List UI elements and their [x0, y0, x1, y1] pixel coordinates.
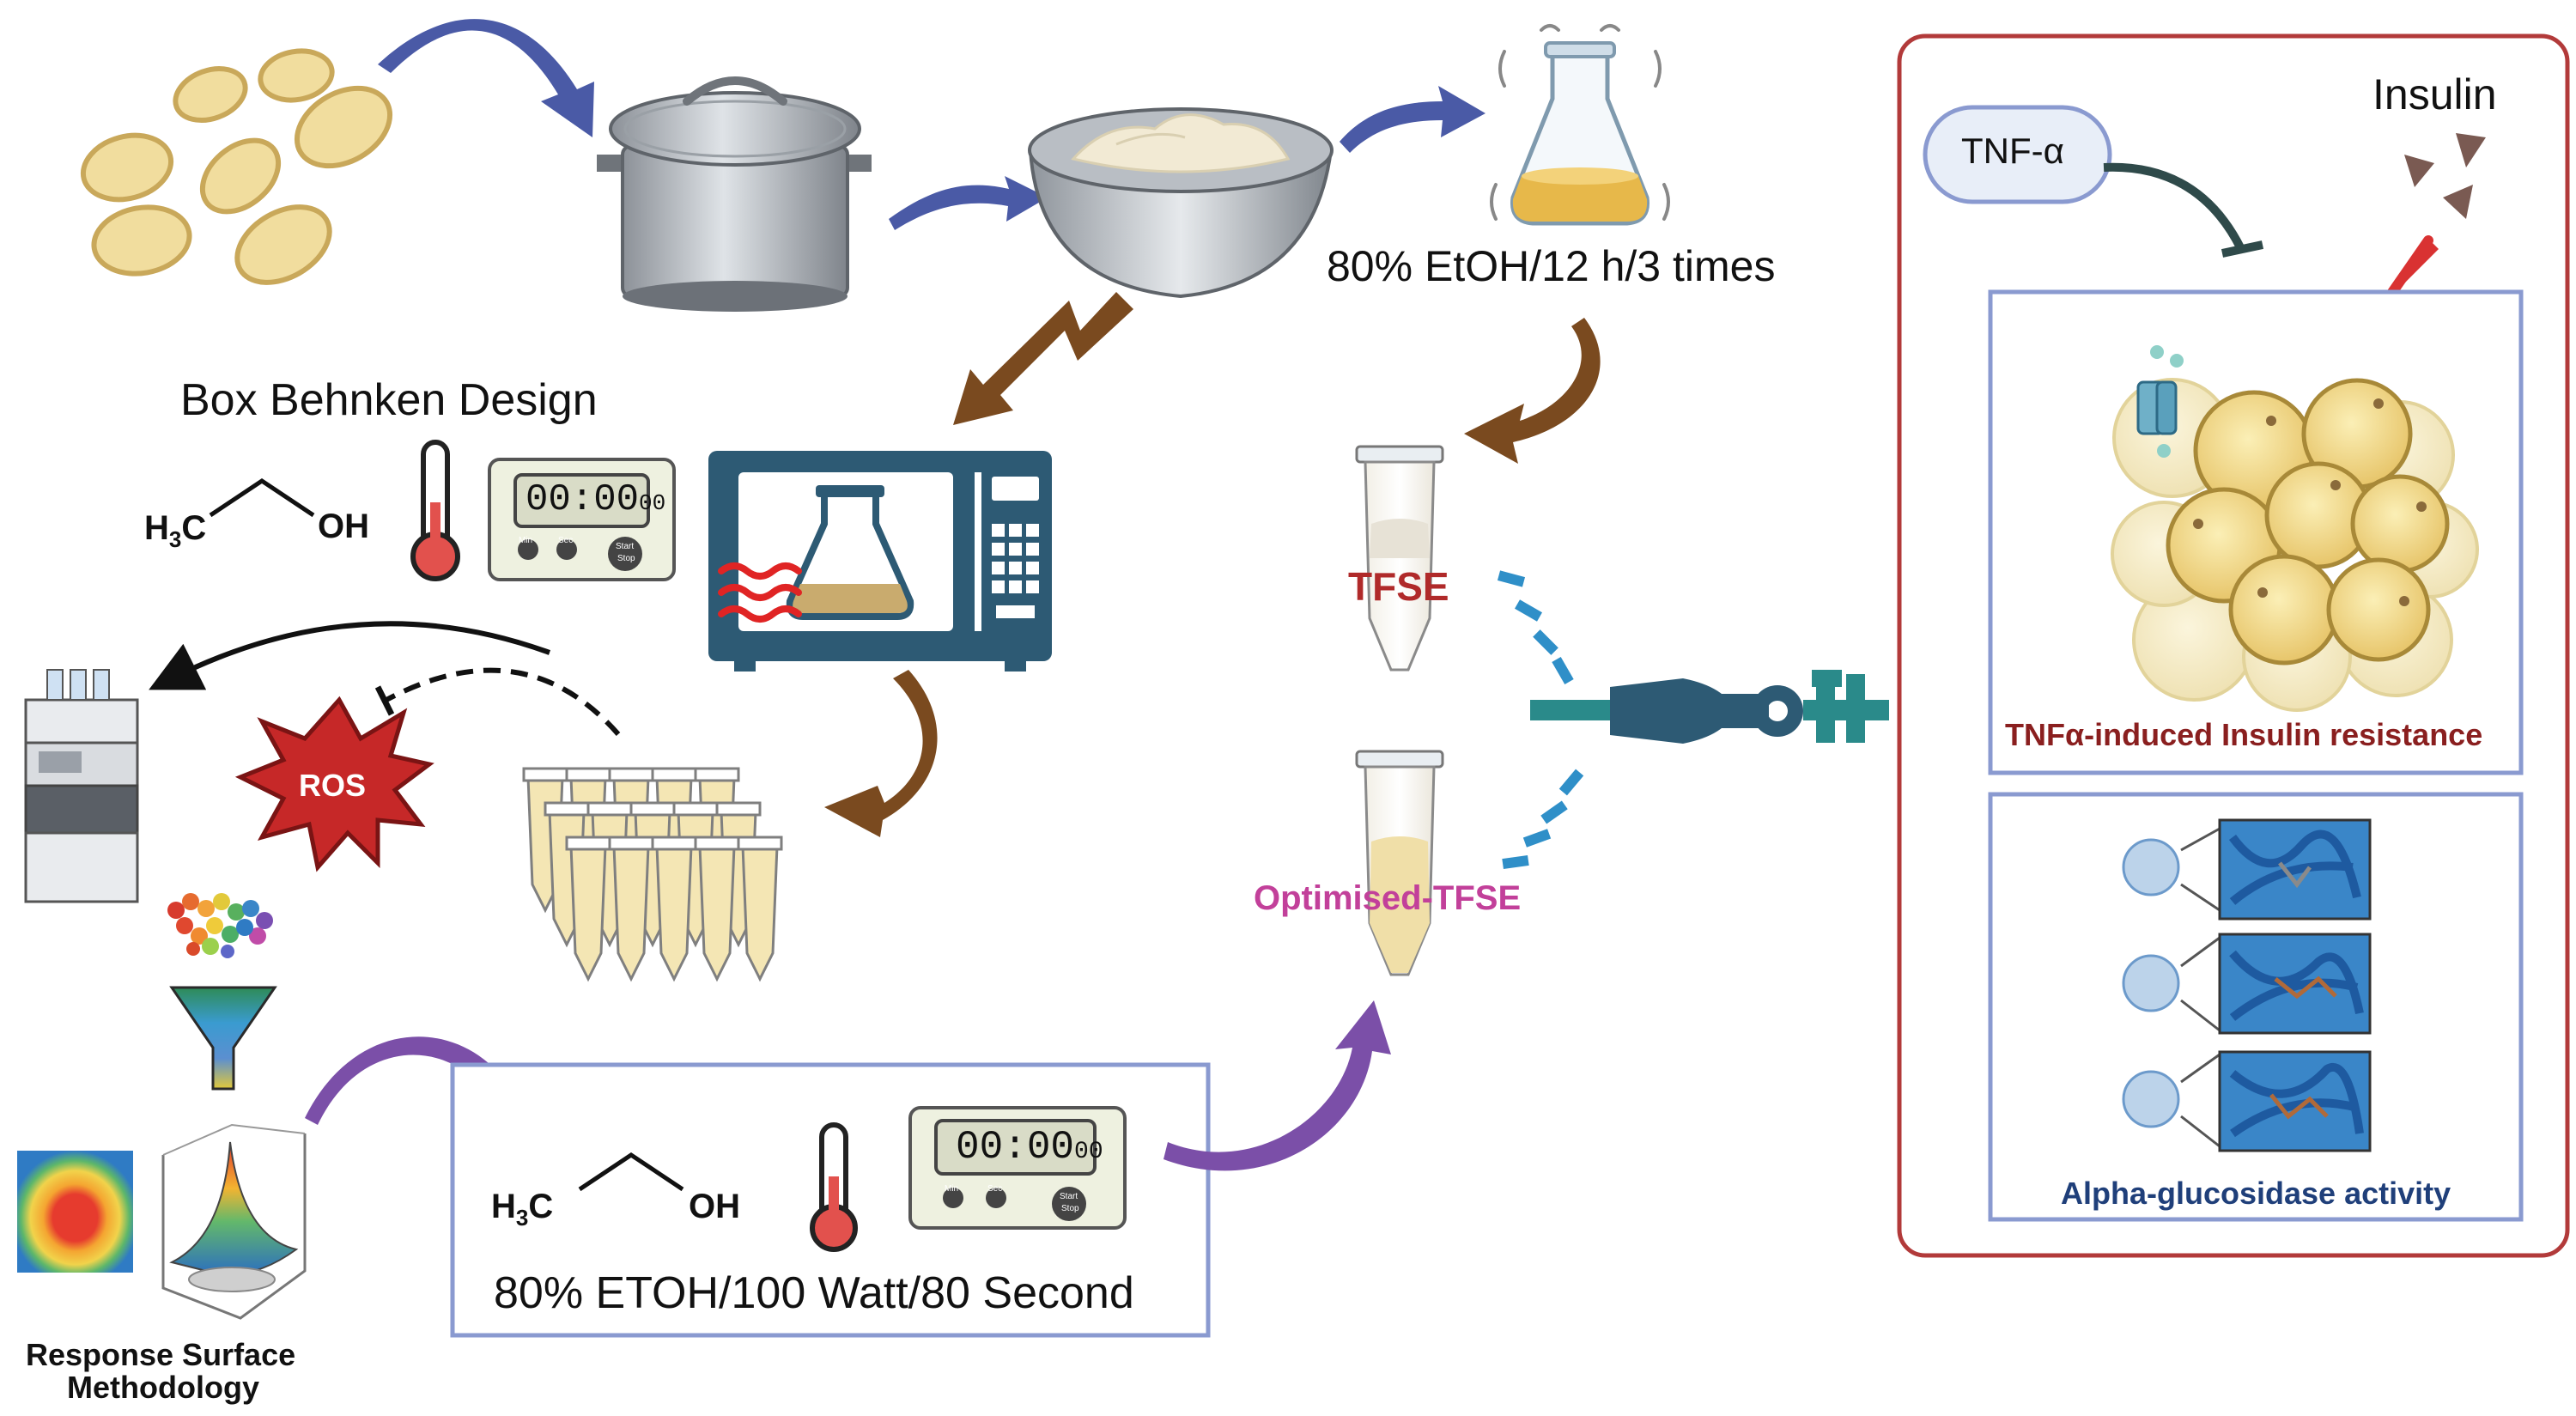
h-text: H — [491, 1188, 516, 1225]
arrow-conditions-to-tube — [1163, 1000, 1391, 1171]
tnf-inhibition-line — [2103, 162, 2245, 252]
contour-plot-icon — [17, 1151, 133, 1273]
timer-display-small: 00 — [639, 490, 666, 516]
timer-start-label: Start — [616, 542, 635, 551]
optimised-tfse-tube-icon — [1355, 750, 1444, 976]
protein-structure-icon — [2122, 818, 2372, 921]
thermometer-icon — [410, 440, 460, 581]
timer-display: 00:0000 — [526, 481, 665, 519]
c-text: C — [528, 1188, 554, 1225]
timer-display-2: 00:0000 — [956, 1127, 1103, 1167]
ethanol-structure-icon — [578, 1152, 684, 1192]
arrow-bowl-to-flask — [1340, 86, 1485, 153]
protein-structure-icon — [2122, 933, 2372, 1035]
timer-icon — [488, 458, 676, 581]
timer-sec-label-2: Sec — [987, 1184, 1003, 1194]
arrow-to-hplc — [149, 621, 551, 690]
box-behnken-label: Box Behnken Design — [180, 375, 598, 425]
sample-tubes-icon — [522, 767, 783, 982]
cooking-pot-icon — [597, 76, 872, 312]
timer-display-main: 00:00 — [956, 1125, 1075, 1170]
surface-plot-icon — [161, 1123, 307, 1320]
h-text: H — [144, 509, 169, 547]
timer-sec-label: Sec — [558, 536, 574, 545]
tfse-label: TFSE — [1348, 564, 1449, 609]
hplc-instrument-icon — [24, 669, 139, 903]
protein-structure-icon — [2122, 1050, 2372, 1152]
fava-beans-icon — [80, 48, 393, 285]
ethanol-oh-label-box: OH — [689, 1188, 740, 1225]
adipocytes-icon — [2111, 345, 2479, 712]
insulin-label: Insulin — [2372, 70, 2497, 119]
optimal-condition-label: 80% ETOH/100 Watt/80 Second — [494, 1268, 1134, 1318]
timer-display-main: 00:00 — [526, 478, 640, 521]
arrow-microwave-to-tubes — [824, 670, 938, 837]
ethanol-oh-label: OH — [318, 507, 369, 545]
tnf-inhibition-bar — [2221, 240, 2264, 258]
timer-display-small: 00 — [1074, 1139, 1103, 1165]
arrow-pot-to-bowl — [889, 176, 1048, 230]
mixing-bowl-icon — [1028, 107, 1334, 299]
ethanol-structure-icon — [209, 477, 315, 518]
inhibition-bar — [374, 685, 395, 716]
timer-stop-label-2: Stop — [1061, 1204, 1079, 1213]
timer-stop-label: Stop — [617, 554, 635, 563]
timer-icon — [908, 1106, 1127, 1230]
tfse-tube-icon — [1355, 445, 1444, 672]
tnf-alpha-label: TNF-α — [1961, 131, 2064, 171]
subscript-3: 3 — [515, 1205, 529, 1231]
rsm-label-line2: Methodology — [67, 1370, 259, 1405]
timer-min-label: Min — [519, 536, 533, 545]
ethanol-h3c-label-box: H3C — [491, 1189, 553, 1229]
ultrasonic-waves-icon — [1497, 570, 1584, 870]
c-text: C — [181, 509, 207, 547]
ros-burst-icon — [234, 696, 434, 872]
alpha-glucosidase-label: Alpha-glucosidase activity — [2061, 1176, 2451, 1211]
rsm-label-line1: Response Surface — [26, 1337, 296, 1372]
sonicator-probe-icon — [1530, 670, 1889, 744]
tnf-alpha-pill — [1923, 105, 2112, 204]
arrow-beans-to-pot — [378, 19, 594, 137]
extraction-condition-label: 80% EtOH/12 h/3 times — [1327, 242, 1776, 290]
compound-cluster-icon — [167, 893, 273, 958]
timer-min-label-2: Min — [945, 1184, 959, 1194]
insulin-resistance-label: TNFα-induced Insulin resistance — [2005, 717, 2483, 752]
insulin-molecules-icon — [2404, 133, 2486, 219]
microwave-icon — [708, 451, 1052, 672]
thermometer-icon — [810, 1122, 858, 1252]
timer-start-label-2: Start — [1060, 1192, 1078, 1201]
arrow-extract-to-tube — [1464, 318, 1601, 464]
subscript-3: 3 — [168, 526, 182, 552]
docking-images — [2122, 818, 2372, 1152]
extraction-flask-icon — [1490, 24, 1670, 226]
optimised-tfse-label: Optimised-TFSE — [1254, 879, 1522, 917]
inhibition-dashed-line — [385, 667, 621, 736]
ethanol-h3c-label: H3C — [144, 511, 206, 550]
arrow-bowl-to-microwave — [953, 292, 1133, 425]
ros-label: ROS — [299, 768, 367, 803]
funnel-icon — [169, 986, 277, 1091]
